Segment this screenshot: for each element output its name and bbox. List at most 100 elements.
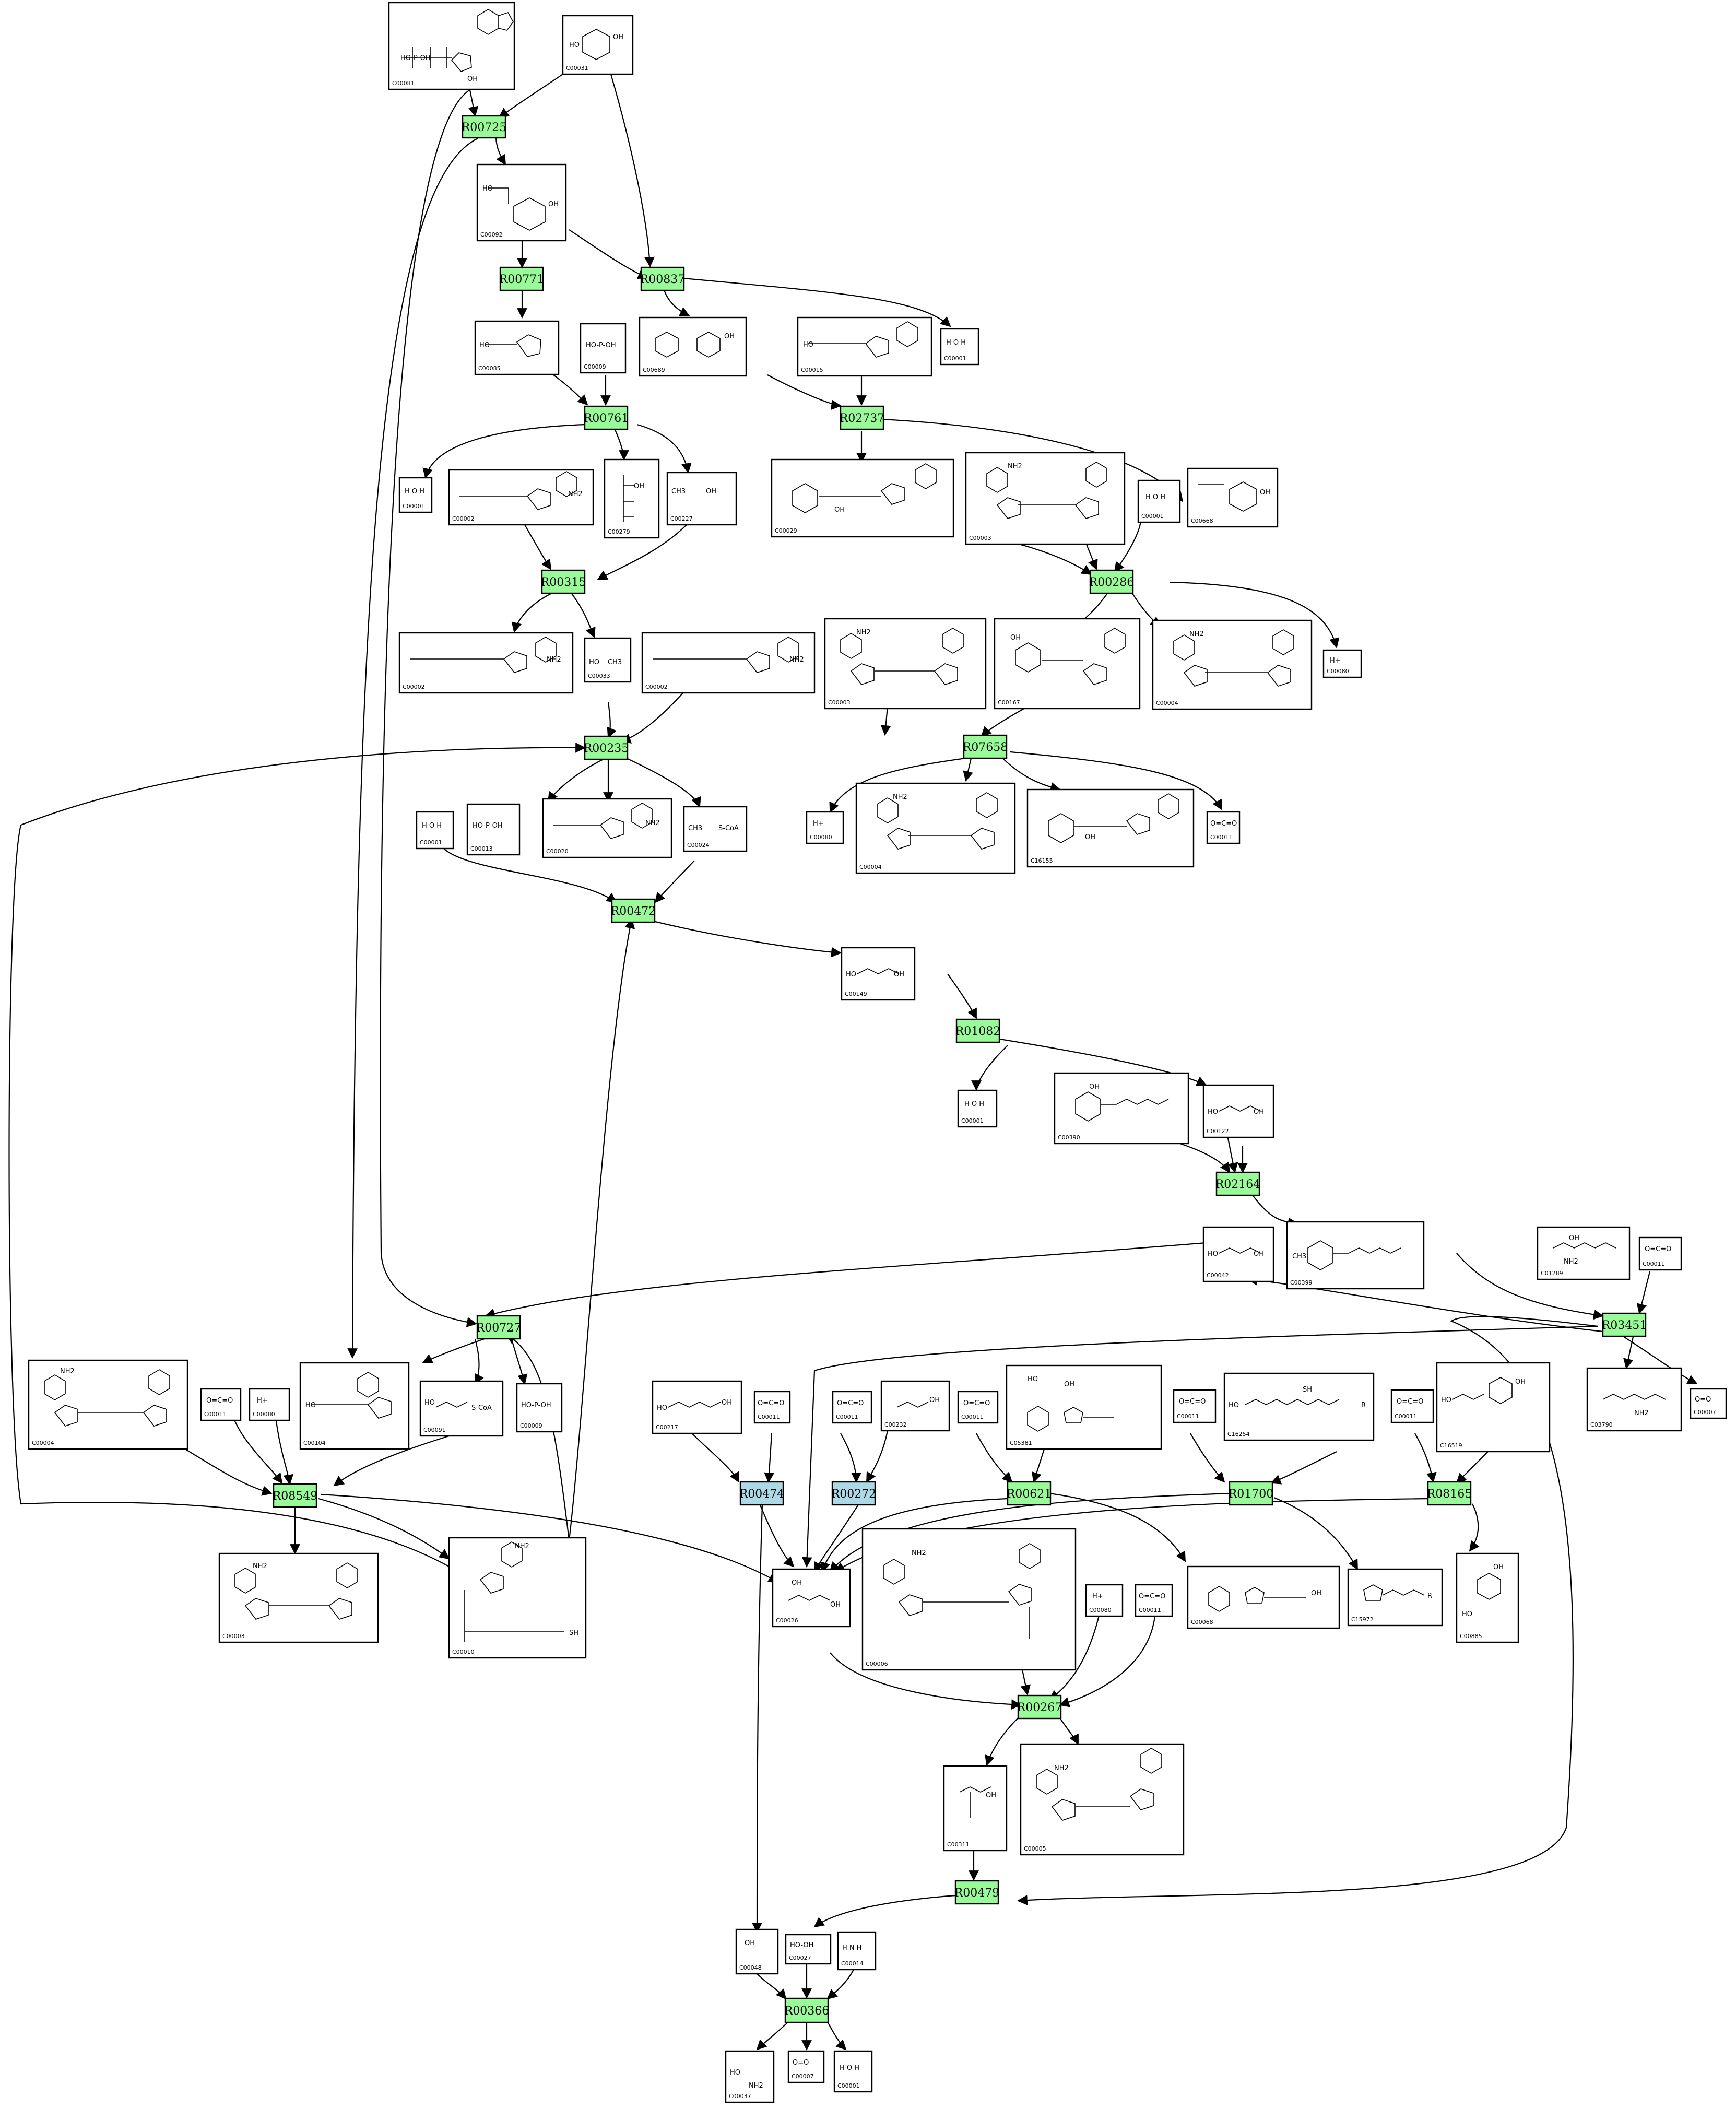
reaction-node-r00479[interactable]: R00479 xyxy=(954,1880,1000,1905)
compound-node[interactable]: HO-P-OH OH C00081 xyxy=(388,2,515,90)
compound-node[interactable]: O=C=O C00011 xyxy=(957,1391,999,1424)
compound-node[interactable]: HO-P-OH C00013 xyxy=(466,803,521,856)
reaction-node-r02737[interactable]: R02737 xyxy=(840,405,885,430)
reaction-node-r00366[interactable]: R00366 xyxy=(784,1997,830,2023)
reaction-node-r01700[interactable]: R01700 xyxy=(1229,1481,1274,1506)
compound-node[interactable]: OH OH C00026 xyxy=(772,1568,851,1628)
compound-node[interactable]: H N H C00014 xyxy=(837,1931,877,1971)
compound-node[interactable]: OH C00390 xyxy=(1054,1072,1189,1145)
reaction-node-r00761[interactable]: R00761 xyxy=(584,405,629,430)
reaction-node-r00272[interactable]: R00272 xyxy=(831,1481,877,1506)
compound-node[interactable]: H+ C00080 xyxy=(806,811,844,844)
compound-node[interactable]: H+ C00080 xyxy=(1322,649,1362,678)
compound-node[interactable]: OH C00279 xyxy=(604,458,660,539)
compound-node[interactable]: NH2 C00006 xyxy=(861,1528,1077,1671)
compound-node[interactable]: NH2 C00005 xyxy=(1020,1743,1185,1856)
compound-node[interactable]: OH C00311 xyxy=(943,1765,1008,1852)
structure-text: CH3 xyxy=(688,825,702,832)
compound-node[interactable]: H O H C00001 xyxy=(940,328,979,366)
compound-node[interactable]: HO C00104 xyxy=(299,1362,410,1450)
compound-node[interactable]: O=C=O C00011 xyxy=(1390,1389,1434,1423)
reaction-node-r00267[interactable]: R00267 xyxy=(1017,1694,1062,1720)
reaction-node-r03451[interactable]: R03451 xyxy=(1602,1312,1647,1337)
compound-node[interactable]: HO OH C00149 xyxy=(841,947,916,1001)
compound-node[interactable]: O=C=O C00011 xyxy=(200,1388,242,1421)
compound-node[interactable]: O=C=O C00011 xyxy=(1206,811,1241,844)
compound-node[interactable]: NH2 C00020 xyxy=(542,798,672,858)
compound-node[interactable]: CH3 S-CoA C00024 xyxy=(683,806,748,852)
compound-node[interactable]: HO OH C00092 xyxy=(476,163,567,242)
compound-node[interactable]: HO OH C00122 xyxy=(1202,1084,1274,1138)
compound-node[interactable]: OH C00048 xyxy=(735,1928,779,1975)
compound-node[interactable]: R C15972 xyxy=(1347,1568,1443,1627)
reaction-node-r00315[interactable]: R00315 xyxy=(541,569,586,594)
compound-node[interactable]: OH C00029 xyxy=(771,458,954,538)
reaction-node-r02164[interactable]: R02164 xyxy=(1215,1171,1261,1196)
compound-node[interactable]: O=C=O C00011 xyxy=(1173,1389,1217,1423)
compound-node[interactable]: O=C=O C00011 xyxy=(753,1391,791,1424)
compound-node[interactable]: NH2 C00003 xyxy=(218,1552,379,1643)
reaction-node-r00621[interactable]: R00621 xyxy=(1007,1481,1052,1506)
compound-node[interactable]: HO NH2 C00037 xyxy=(725,2050,775,2103)
compound-node[interactable]: H+ C00080 xyxy=(249,1388,290,1421)
compound-node[interactable]: HO OH C00042 xyxy=(1202,1226,1274,1282)
reaction-node-r00725[interactable]: R00725 xyxy=(462,115,507,139)
compound-node[interactable]: HO C00085 xyxy=(474,320,560,375)
compound-node[interactable]: NH2 C00003 xyxy=(965,452,1126,545)
compound-node[interactable]: HO CH3 C00033 xyxy=(584,637,632,683)
compound-node[interactable]: OH NH2 C01289 xyxy=(1537,1226,1631,1280)
reaction-node-r07658[interactable]: R07658 xyxy=(963,734,1008,759)
compound-node[interactable]: HO C00015 xyxy=(797,316,932,377)
compound-node[interactable]: O=C=O C00011 xyxy=(832,1391,872,1424)
compound-node[interactable]: HO SH R C16254 xyxy=(1223,1372,1375,1441)
compound-node[interactable]: HO OH C00031 xyxy=(562,15,634,75)
compound-node[interactable]: H O H C00001 xyxy=(398,477,433,513)
compound-node[interactable]: OH C00689 xyxy=(639,316,747,377)
compound-node[interactable]: NH2 C00002 xyxy=(448,469,594,526)
compound-node[interactable]: NH2 C00002 xyxy=(398,632,574,694)
compound-node[interactable]: CH3 OH C00227 xyxy=(666,472,737,526)
reaction-node-r00837[interactable]: R00837 xyxy=(640,266,686,291)
compound-node[interactable]: HO-OH C00027 xyxy=(785,1934,832,1965)
compound-node[interactable]: OH HO C16519 xyxy=(1436,1362,1551,1453)
compound-node[interactable]: NH2 SH C00010 xyxy=(448,1537,587,1659)
reaction-node-r00472[interactable]: R00472 xyxy=(611,898,656,923)
compound-node[interactable]: H O H C00001 xyxy=(1137,479,1181,523)
compound-node[interactable]: H O H C00001 xyxy=(957,1089,998,1128)
compound-label: C16155 xyxy=(1031,857,1053,864)
compound-node[interactable]: O=O C00007 xyxy=(1690,1388,1727,1419)
compound-node[interactable]: HO OH C00217 xyxy=(652,1380,742,1434)
compound-node[interactable]: H O H C00001 xyxy=(416,811,454,850)
compound-node[interactable]: OH C00232 xyxy=(880,1380,950,1432)
reaction-node-r08165[interactable]: R08165 xyxy=(1427,1481,1472,1506)
compound-node[interactable]: HO-P-OH C00009 xyxy=(580,323,627,374)
compound-node[interactable]: OH C16155 xyxy=(1026,788,1195,868)
compound-node[interactable]: NH2 C03790 xyxy=(1586,1367,1682,1432)
compound-node[interactable]: NH2 C00004 xyxy=(855,782,1016,874)
compound-node[interactable]: OH C00167 xyxy=(994,618,1141,710)
compound-node[interactable]: H O H C00001 xyxy=(833,2050,873,2093)
compound-node[interactable]: H+ C00080 xyxy=(1085,1584,1124,1617)
compound-node[interactable]: O=C=O C00011 xyxy=(1638,1236,1682,1271)
reaction-node-r00727[interactable]: R00727 xyxy=(476,1315,522,1340)
compound-node[interactable]: NH2 C00003 xyxy=(824,618,987,710)
compound-node[interactable]: O=C=O C00011 xyxy=(1135,1584,1173,1617)
reaction-node-r01082[interactable]: R01082 xyxy=(955,1018,1001,1043)
compound-node[interactable]: HO OH C05381 xyxy=(1006,1364,1162,1450)
compound-node[interactable]: NH2 C00004 xyxy=(28,1359,188,1450)
reaction-node-r00771[interactable]: R00771 xyxy=(499,266,545,291)
compound-node[interactable]: O=O C00007 xyxy=(787,2050,825,2083)
compound-node[interactable]: OH C00068 xyxy=(1187,1565,1340,1629)
compound-node[interactable]: NH2 C00002 xyxy=(641,632,816,694)
reaction-label: R00621 xyxy=(1007,1488,1052,1501)
reaction-node-r00474[interactable]: R00474 xyxy=(739,1481,785,1506)
compound-node[interactable]: CH3 C00399 xyxy=(1286,1221,1425,1290)
compound-node[interactable]: HO-P-OH C00009 xyxy=(516,1383,563,1433)
compound-node[interactable]: HO S-CoA C00091 xyxy=(419,1380,504,1437)
compound-node[interactable]: OH HO C00885 xyxy=(1456,1552,1519,1643)
reaction-node-r08549[interactable]: R08549 xyxy=(273,1483,318,1508)
reaction-node-r00286[interactable]: R00286 xyxy=(1089,569,1135,594)
compound-node[interactable]: NH2 C00004 xyxy=(1152,619,1313,710)
reaction-node-r00235[interactable]: R00235 xyxy=(584,735,629,760)
compound-node[interactable]: OH C00668 xyxy=(1187,467,1279,528)
